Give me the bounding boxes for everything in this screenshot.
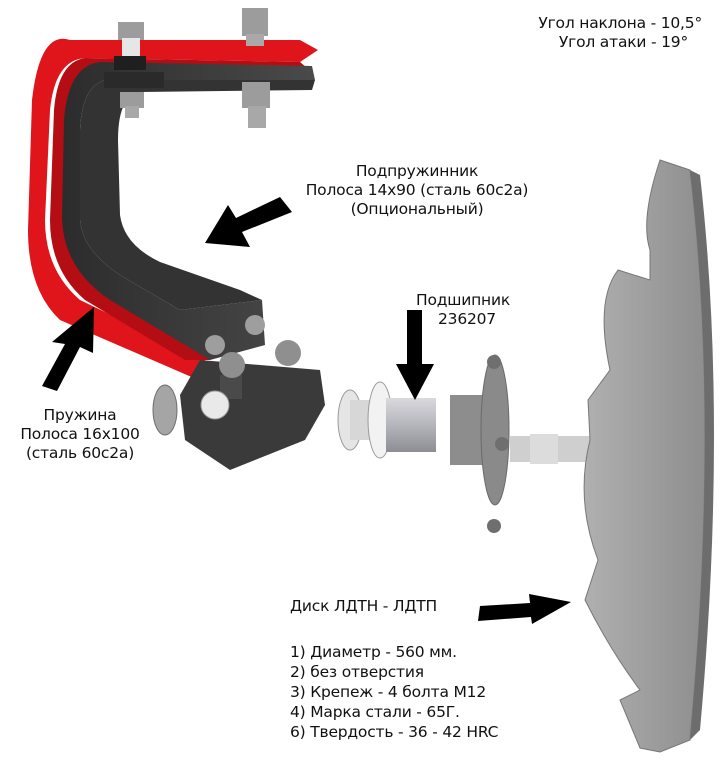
red-spring-strip [28,38,318,388]
bolt-top-right [242,8,268,36]
bolt [275,340,301,366]
secondary-spring-title: Подпружинник [355,162,479,180]
bolt-top-left [118,22,144,40]
spec-item: 1) Диаметр - 560 мм. [290,643,457,661]
bearing-title: Подшипник [416,291,511,309]
bolt [219,352,245,378]
spec-item: 6) Твердость - 36 - 42 HRC [290,723,499,741]
bearing-model: 236207 [438,310,496,328]
spring-label: Пружина Полоса 16x100 (сталь 60с2а) [0,406,160,463]
attack-angle: Угол атаки - 19° [558,33,688,51]
secondary-spring [62,62,315,360]
bolt [245,315,265,335]
spec-item: 2) без отверстия [290,663,424,681]
tilt-angle: Угол наклона - 10,5° [538,14,702,32]
disc-title: Диск ЛДТН - ЛДТП [290,597,438,615]
castle-nut [152,384,178,436]
bolt [205,335,225,355]
spec-item: 3) Крепеж - 4 болта М12 [290,683,486,701]
bottom-bracket [152,315,325,470]
arrow-bearing [396,310,434,400]
spring-steel: (сталь 60с2а) [25,444,135,462]
angles-label: Угол наклона - 10,5° Угол атаки - 19° [512,14,702,52]
secondary-spring-label: Подпружинник Полоса 14x90 (сталь 60с2а) … [292,162,542,219]
disc [583,159,714,753]
top-clamp [104,8,270,128]
washer [200,390,230,420]
hub-assembly [337,354,600,533]
arrow-spring [42,307,94,391]
bearing [386,398,436,452]
disc-specs: 1) Диаметр - 560 мм. 2) без отверстия 3)… [290,642,498,742]
bearing-label: Подшипник 236207 [416,291,510,329]
secondary-spring-strip: Полоса 14x90 (сталь 60с2а) [305,181,529,199]
arrows [42,197,571,624]
spring-strip: Полоса 16x100 [20,425,140,443]
secondary-spring-note: (Опциональный) [350,200,484,218]
spring-title: Пружина [43,406,117,424]
arrow-disc [478,594,571,624]
flange [480,354,510,506]
spec-item: 4) Марка стали - 65Г. [290,703,460,721]
arrow-secondary-spring [205,197,292,247]
